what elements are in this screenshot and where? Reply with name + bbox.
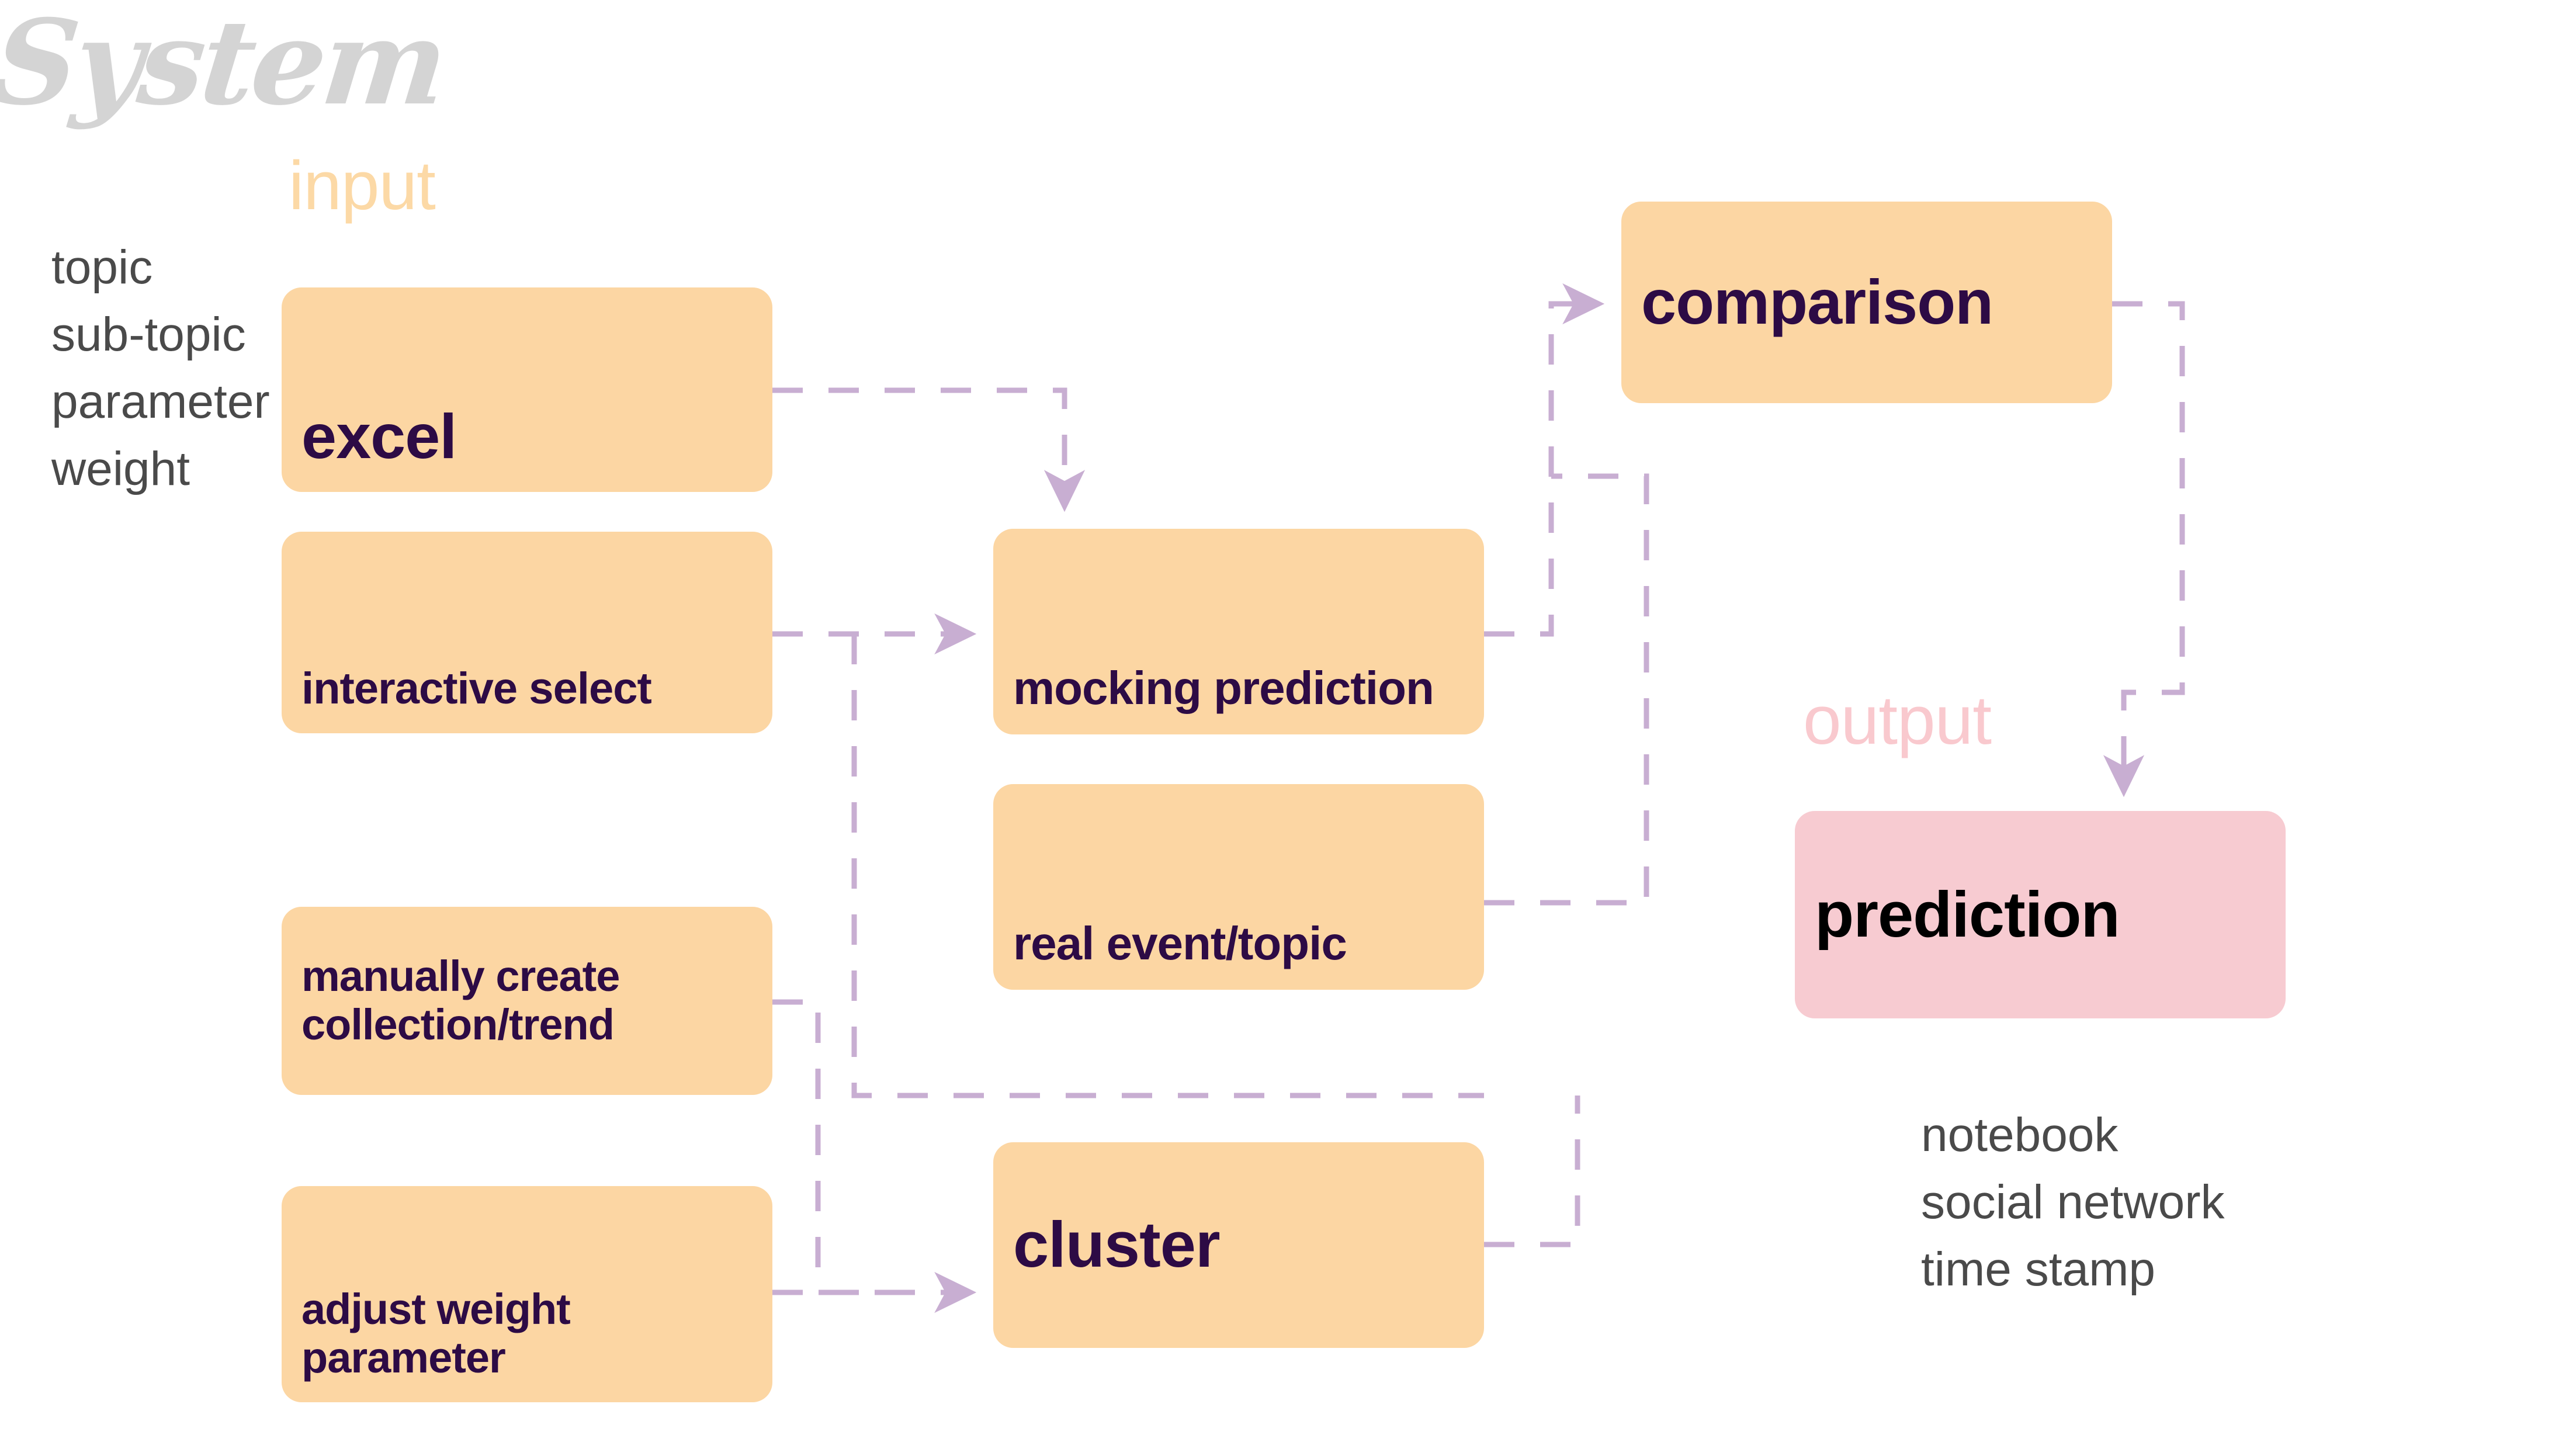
node-mocking-prediction[interactable]: mocking prediction bbox=[993, 529, 1484, 734]
edge-comparison-to-prediction bbox=[2103, 301, 2185, 798]
input-attribute-list: topic sub-topic parameter weight bbox=[51, 241, 270, 495]
node-interactive-select[interactable]: interactive select bbox=[282, 532, 772, 733]
node-interactive-select-label: interactive select bbox=[301, 663, 652, 713]
section-label-input: input bbox=[289, 147, 436, 224]
edge-cluster-to-comparison bbox=[1484, 1096, 1580, 1247]
node-adjust-weight[interactable]: adjust weight parameter bbox=[282, 1186, 772, 1402]
node-adjust-weight-label: adjust weight parameter bbox=[301, 1285, 571, 1382]
node-prediction[interactable]: prediction bbox=[1795, 811, 2286, 1018]
edge-mocking-prediction-to-comparison bbox=[1484, 283, 1605, 637]
node-cluster[interactable]: cluster bbox=[993, 1142, 1484, 1348]
node-real-event[interactable]: real event/topic bbox=[993, 784, 1484, 990]
node-comparison-label: comparison bbox=[1641, 266, 1993, 338]
node-manually-create[interactable]: manually create collection/trend bbox=[282, 907, 772, 1095]
node-manually-create-label: manually create collection/trend bbox=[301, 952, 620, 1049]
edge-real-event-to-comparison bbox=[1484, 473, 1649, 906]
node-cluster-label: cluster bbox=[1013, 1209, 1221, 1281]
node-comparison[interactable]: comparison bbox=[1621, 202, 2112, 403]
output-attribute-list: notebook social network time stamp bbox=[1921, 1108, 2225, 1296]
section-label-output: output bbox=[1803, 682, 1992, 759]
node-mocking-prediction-label: mocking prediction bbox=[1013, 662, 1434, 715]
page-title: System bbox=[0, 0, 450, 131]
edge-manually-create-to-cluster bbox=[772, 999, 894, 1295]
node-excel-label: excel bbox=[301, 401, 457, 472]
edge-excel-to-mocking-prediction bbox=[772, 387, 1086, 512]
node-excel[interactable]: excel bbox=[282, 287, 772, 492]
node-real-event-label: real event/topic bbox=[1013, 917, 1347, 970]
node-prediction-label: prediction bbox=[1815, 878, 2120, 951]
